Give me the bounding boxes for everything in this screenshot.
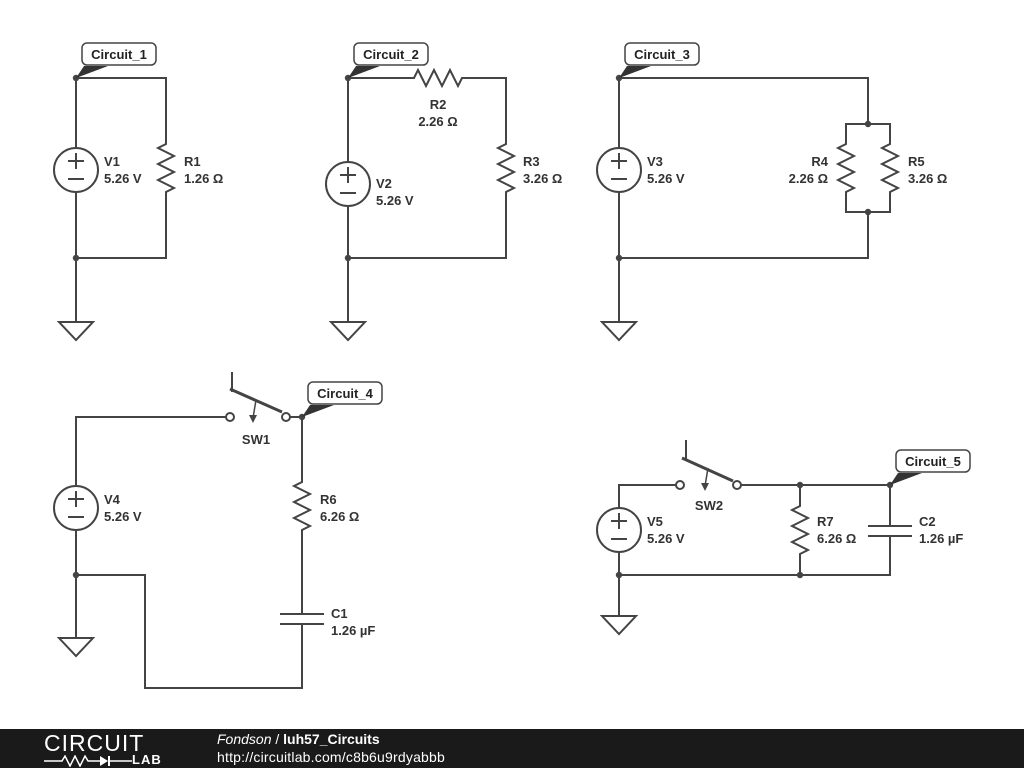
component-value: 6.26 Ω: [320, 509, 359, 524]
ground-icon: [58, 637, 94, 657]
component-value: 3.26 Ω: [523, 171, 562, 186]
switch-name: SW2: [695, 498, 723, 513]
ground-icon: [601, 615, 637, 635]
voltage-source-icon[interactable]: [596, 507, 642, 553]
capacitor-icon[interactable]: [868, 525, 912, 537]
tag-pointer: [619, 66, 651, 78]
author-name[interactable]: Fondson: [217, 731, 272, 747]
component-value: 6.26 Ω: [817, 531, 856, 546]
component-name: V2: [376, 176, 392, 191]
tag-pointer: [76, 66, 108, 78]
circuit-tag-label: Circuit_1: [91, 47, 147, 62]
resistor-icon[interactable]: [497, 139, 515, 197]
circuitlab-logo-lab: LAB: [132, 752, 162, 767]
resistor-icon[interactable]: [837, 139, 855, 197]
node-dot: [796, 571, 804, 579]
circuit-4: Circuit_4 SW1 V4 5.26 V R6 6.26 Ω C1 1.2…: [53, 372, 383, 689]
resistor-diode-logo-icon: [44, 755, 132, 767]
voltage-source-icon[interactable]: [325, 161, 371, 207]
component-name: V3: [647, 154, 663, 169]
ground-icon: [58, 321, 94, 341]
node-dot: [796, 481, 804, 489]
resistor-icon[interactable]: [293, 477, 311, 535]
circuit-tag-label: Circuit_4: [317, 386, 373, 401]
component-name: R5: [908, 154, 925, 169]
node-dot: [615, 571, 623, 579]
component-value: 2.26 Ω: [789, 171, 828, 186]
circuit-tag[interactable]: [895, 449, 971, 473]
resistor-icon[interactable]: [409, 69, 467, 87]
node-dot: [72, 571, 80, 579]
component-value: 1.26 µF: [919, 531, 963, 546]
footer-bar: CIRCUIT LAB Fondson / luh57_Circuits htt…: [0, 729, 1024, 768]
circuit-1: Circuit_1 V1 5.26 V R1 1.26 Ω: [53, 42, 223, 341]
project-url[interactable]: http://circuitlab.com/c8b6u9rdyabbb: [217, 749, 446, 765]
component-name: R1: [184, 154, 201, 169]
tag-pointer: [348, 66, 380, 78]
circuit-tag[interactable]: [624, 42, 700, 66]
resistor-icon[interactable]: [881, 139, 899, 197]
title-separator: /: [271, 731, 284, 747]
project-title: Fondson / luh57_Circuits: [217, 731, 380, 747]
resistor-icon[interactable]: [791, 501, 809, 559]
circuit-tag-label: Circuit_3: [634, 47, 690, 62]
node-dot: [615, 254, 623, 262]
tag-pointer: [302, 405, 334, 417]
component-value: 1.26 µF: [331, 623, 375, 638]
component-name: R7: [817, 514, 834, 529]
node-dot: [864, 120, 872, 128]
component-name: V1: [104, 154, 120, 169]
schematic-svg: Circuit_1 V1 5.26 V R1 1.26 Ω Circuit_2 …: [53, 42, 971, 689]
component-value: 5.26 V: [104, 509, 142, 524]
circuit-tag[interactable]: [353, 42, 429, 66]
component-value: 3.26 Ω: [908, 171, 947, 186]
circuit-5: Circuit_5 SW2 V5 5.26 V R7 6.26 Ω C2 1.2…: [596, 440, 971, 635]
component-value: 5.26 V: [104, 171, 142, 186]
ground-icon: [601, 321, 637, 341]
component-name: C2: [919, 514, 936, 529]
component-name: R3: [523, 154, 540, 169]
node-dot: [864, 208, 872, 216]
voltage-source-icon[interactable]: [53, 485, 99, 531]
node-dot: [344, 254, 352, 262]
voltage-source-icon[interactable]: [53, 147, 99, 193]
switch-name: SW1: [242, 432, 270, 447]
component-name: V4: [104, 492, 121, 507]
circuit-2: Circuit_2 V2 5.26 V R2 2.26 Ω R3 3.26 Ω: [325, 42, 562, 341]
component-value: 2.26 Ω: [418, 114, 457, 129]
circuitlab-logo[interactable]: CIRCUIT: [44, 730, 145, 756]
circuit-3: Circuit_3 V3 5.26 V R4 2.26 Ω R5 3.26 Ω: [596, 42, 947, 341]
switch-icon[interactable]: [675, 440, 742, 491]
resistor-icon[interactable]: [157, 139, 175, 197]
circuit-tag[interactable]: [81, 42, 157, 66]
tag-pointer: [890, 473, 922, 485]
voltage-source-icon[interactable]: [596, 147, 642, 193]
component-value: 5.26 V: [376, 193, 414, 208]
node-dot: [72, 254, 80, 262]
switch-icon[interactable]: [225, 372, 291, 423]
component-name: R4: [811, 154, 828, 169]
component-name: V5: [647, 514, 663, 529]
circuit-tag-label: Circuit_2: [363, 47, 419, 62]
circuit-tag-label: Circuit_5: [905, 454, 961, 469]
component-name: R6: [320, 492, 337, 507]
component-name: R2: [430, 97, 447, 112]
ground-icon: [330, 321, 366, 341]
component-value: 5.26 V: [647, 171, 685, 186]
component-value: 1.26 Ω: [184, 171, 223, 186]
project-name[interactable]: luh57_Circuits: [283, 731, 380, 747]
component-value: 5.26 V: [647, 531, 685, 546]
circuit-tag[interactable]: [307, 381, 383, 405]
component-name: C1: [331, 606, 348, 621]
capacitor-icon[interactable]: [280, 613, 324, 625]
